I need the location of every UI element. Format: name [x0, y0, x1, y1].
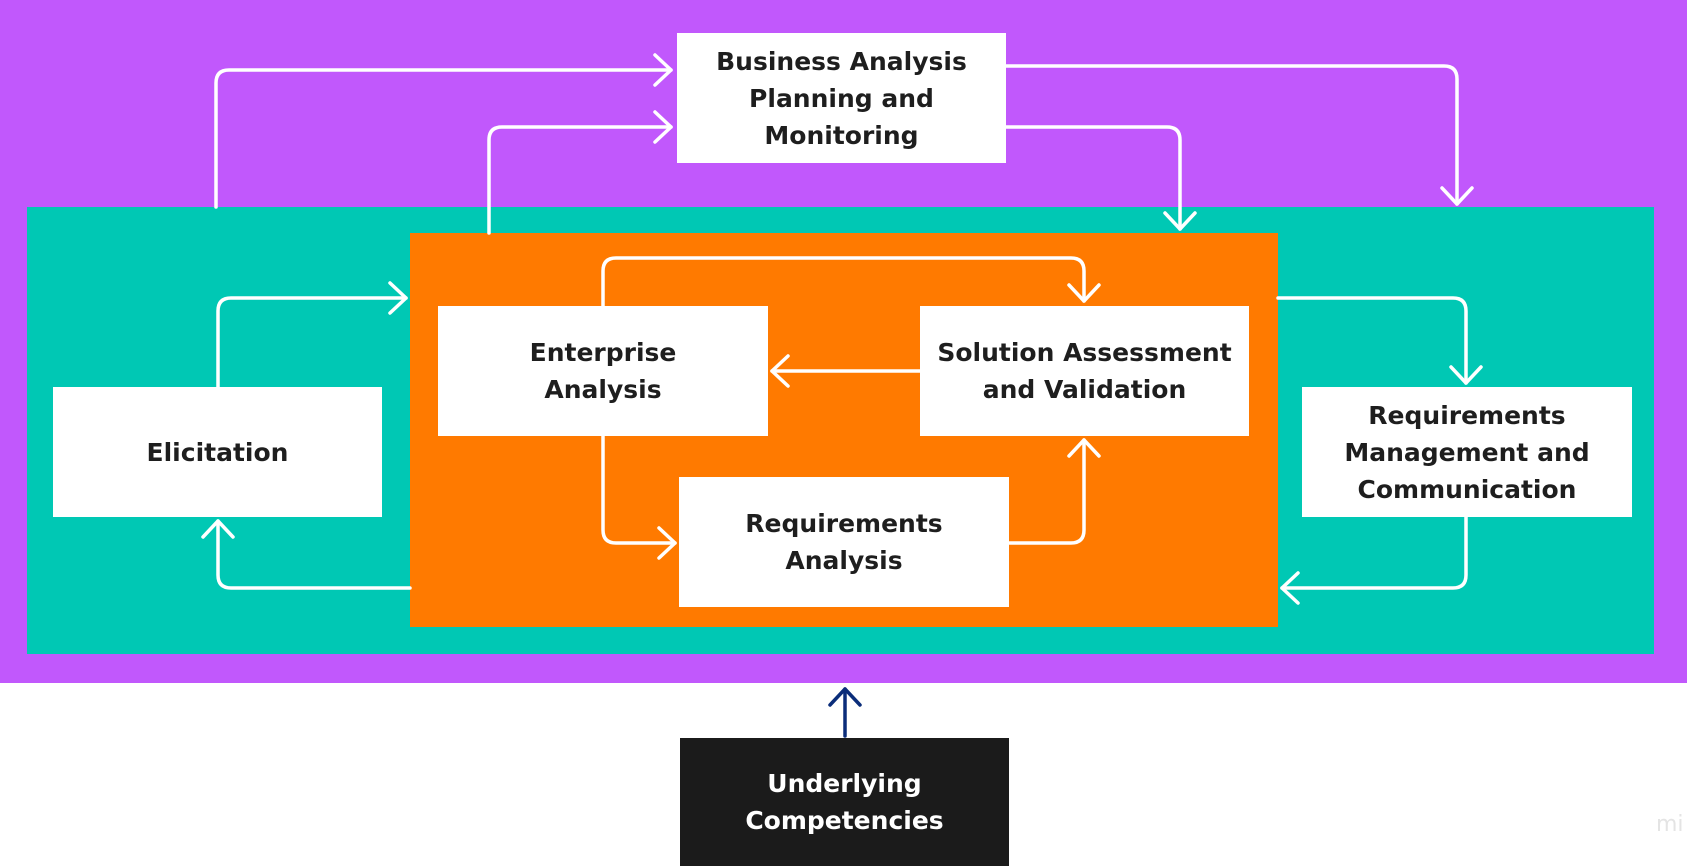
arrow-enterprise-to-reqan — [601, 434, 677, 545]
arrow-inner-to-planning — [487, 125, 673, 235]
enterprise-analysis-box: Enterprise Analysis — [438, 306, 768, 436]
planning-monitoring-label: Business Analysis Planning and Monitorin… — [716, 46, 967, 150]
arrow-elicitation-to-inner — [216, 296, 408, 389]
arrow-planning-to-reqmgmt — [1004, 64, 1459, 206]
arrow-elicitation-to-planning — [214, 68, 673, 209]
arrow-inner-to-reqmgmt — [1276, 296, 1468, 385]
arrow-enterprise-to-solution — [601, 256, 1086, 308]
arrow-planning-to-inner — [1004, 125, 1182, 231]
elicitation-box: Elicitation — [53, 387, 382, 517]
underlying-competencies-box: Underlying Competencies — [680, 738, 1009, 866]
enterprise-analysis-label: Enterprise Analysis — [529, 338, 677, 404]
solution-assessment-box: Solution Assessment and Validation — [920, 306, 1249, 436]
arrow-inner-to-elicitation — [216, 519, 412, 590]
planning-monitoring-box: Business Analysis Planning and Monitorin… — [677, 33, 1006, 163]
arrow-reqan-to-solution — [1007, 438, 1086, 545]
requirements-management-box: Requirements Management and Communicatio… — [1302, 387, 1632, 517]
requirements-analysis-label: Requirements Analysis — [745, 509, 943, 575]
watermark: mi — [1656, 812, 1684, 837]
elicitation-label: Elicitation — [146, 437, 289, 467]
requirements-management-label: Requirements Management and Communicatio… — [1344, 400, 1590, 504]
solution-assessment-label: Solution Assessment and Validation — [937, 338, 1232, 404]
requirements-analysis-box: Requirements Analysis — [679, 477, 1009, 607]
arrow-reqmgmt-to-inner — [1280, 515, 1468, 590]
underlying-competencies-label: Underlying Competencies — [745, 769, 944, 835]
